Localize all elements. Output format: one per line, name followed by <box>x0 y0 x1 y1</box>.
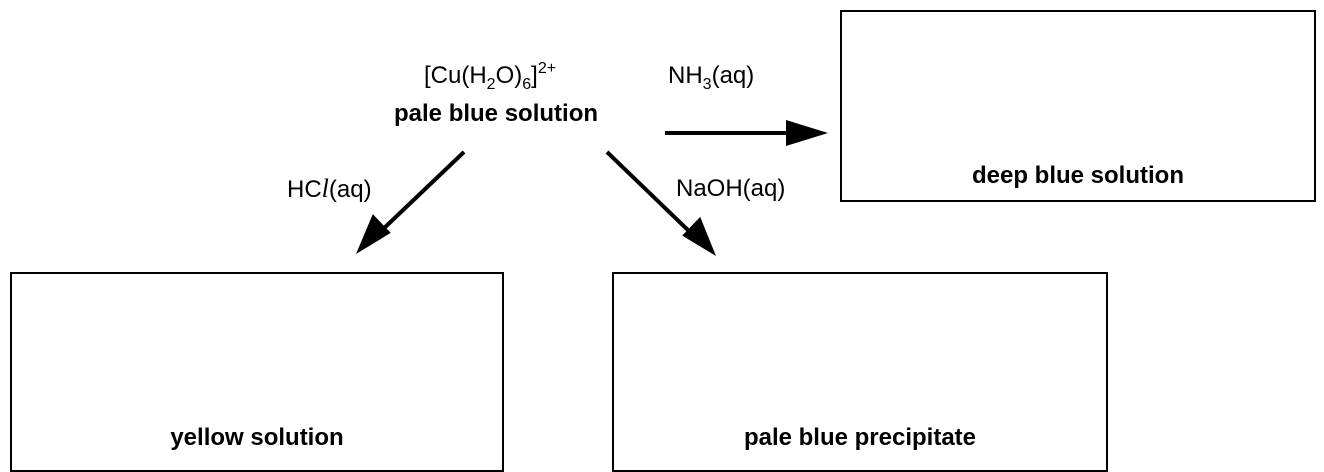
reagent-ammonia-label: NH3(aq) <box>668 62 755 93</box>
reagent-hcl-label: HCl(aq) <box>287 174 372 204</box>
pale-blue-precipitate-box: pale blue precipitate <box>612 272 1108 472</box>
deep-blue-solution-box: deep blue solution <box>840 10 1316 202</box>
reaction-arrows <box>356 120 828 256</box>
arrow-to-deep-blue <box>665 120 828 146</box>
arrow-to-pale-blue-precipitate <box>605 150 716 256</box>
reagent-naoh-label: NaOH(aq) <box>676 175 786 202</box>
deep-blue-solution-label: deep blue solution <box>971 162 1184 189</box>
pale-blue-precipitate-label: pale blue precipitate <box>743 424 977 451</box>
arrow-to-yellow <box>356 150 466 254</box>
starting-complex-formula: [Cu(H2O)6]2+ <box>424 60 557 93</box>
starting-solution-label: pale blue solution <box>394 100 599 127</box>
yellow-solution-box: yellow solution <box>10 272 504 472</box>
yellow-solution-label: yellow solution <box>170 424 344 451</box>
